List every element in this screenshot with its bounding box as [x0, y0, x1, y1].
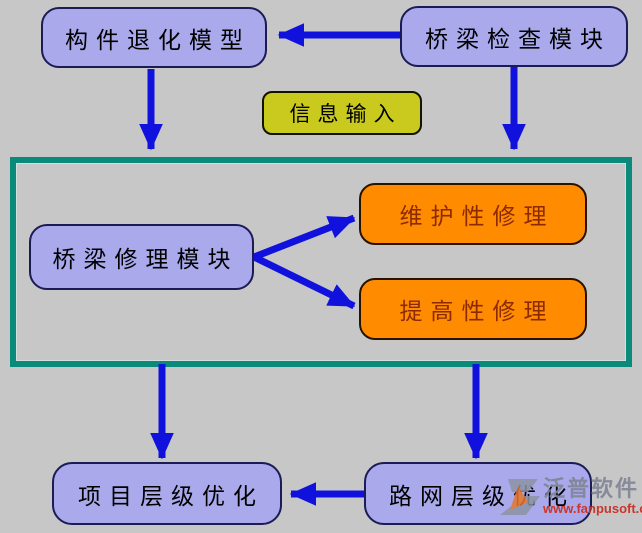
repair-planning-container	[10, 157, 632, 367]
node-bridge-repair-module: 桥梁修理模块	[29, 224, 254, 290]
node-label: 桥梁检查模块	[425, 26, 611, 52]
node-information-input: 信息输入	[262, 91, 422, 135]
node-maintenance-repair: 维护性修理	[359, 183, 587, 245]
node-label: 维护性修理	[399, 204, 555, 229]
node-improvement-repair: 提高性修理	[359, 278, 587, 340]
watermark-texts: 泛普软件 www.fanpusoft.com	[543, 476, 642, 517]
node-label: 项目层级优化	[78, 483, 264, 509]
node-label: 构件退化模型	[65, 27, 251, 53]
node-network-level-optimization: 路网层级优化	[364, 462, 592, 525]
node-project-level-optimization: 项目层级优化	[52, 462, 282, 525]
watermark-url: www.fanpusoft.com	[543, 501, 642, 516]
node-bridge-inspection-module: 桥梁检查模块	[400, 6, 628, 67]
watermark-brand: 泛普软件	[543, 476, 640, 501]
watermark: 泛普软件 www.fanpusoft.com	[498, 477, 642, 516]
node-label: 提高性修理	[399, 299, 555, 324]
node-label: 信息输入	[289, 102, 402, 126]
node-label: 桥梁修理模块	[52, 247, 239, 272]
fanpu-logo-icon	[500, 478, 540, 515]
node-component-degradation-model: 构件退化模型	[41, 7, 267, 68]
